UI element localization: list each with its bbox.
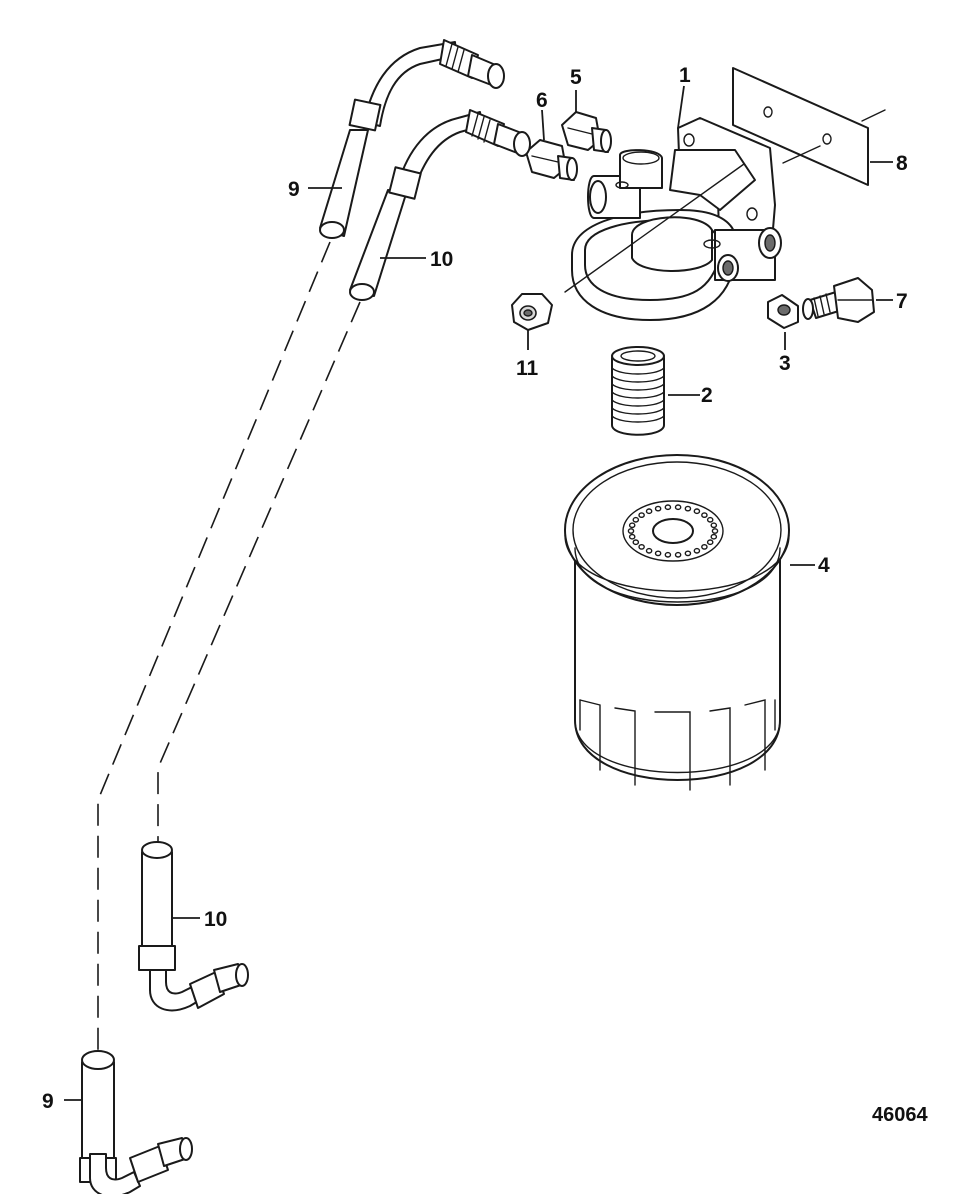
perforation-hole xyxy=(664,551,672,558)
perforation-hole xyxy=(627,528,635,534)
fuel-line-9-upper xyxy=(319,39,505,239)
callout-9-upper: 9 xyxy=(288,178,300,201)
perforation-hole xyxy=(706,539,714,546)
figure-number: 46064 xyxy=(872,1104,928,1126)
callout-10-lower: 10 xyxy=(204,908,227,931)
perforation-hole xyxy=(711,528,719,534)
fuel-filter-4 xyxy=(564,454,790,791)
callout-5: 5 xyxy=(570,66,582,89)
callout-10-upper: 10 xyxy=(430,248,453,271)
callout-labels: 1 2 3 4 5 6 7 8 9 10 11 10 9 xyxy=(42,64,908,1113)
fuel-line-10-lower xyxy=(138,841,249,1012)
perforation-hole xyxy=(684,505,692,512)
perforation-hole xyxy=(710,522,718,529)
perforation-hole xyxy=(638,544,645,550)
dashed-connection-lines xyxy=(97,241,361,1060)
callout-11: 11 xyxy=(516,357,539,380)
callout-9-lower: 9 xyxy=(42,1090,54,1113)
callout-2: 2 xyxy=(701,384,713,407)
perforation-hole xyxy=(693,508,701,515)
perforation-hole xyxy=(664,504,672,511)
perforation-hole xyxy=(684,550,692,557)
fitting-6 xyxy=(525,139,578,181)
callout-3: 3 xyxy=(779,352,791,375)
perforation-hole xyxy=(638,512,645,518)
callout-6: 6 xyxy=(536,89,548,112)
callout-7: 7 xyxy=(896,290,908,313)
nut-11 xyxy=(511,293,553,331)
perforation-hole xyxy=(645,547,653,554)
callout-8: 8 xyxy=(896,152,908,175)
fitting-7 xyxy=(802,277,875,323)
perforation-hole xyxy=(628,533,636,540)
pipe-plug-3 xyxy=(767,294,799,329)
filter-head xyxy=(564,117,782,321)
threaded-nipple-2 xyxy=(611,346,665,436)
perforation-hole xyxy=(706,516,714,523)
perforation-hole xyxy=(674,504,682,511)
mounting-plate xyxy=(732,67,886,186)
perforation-hole xyxy=(632,516,640,523)
perforation-hole xyxy=(693,547,701,554)
fuel-line-10-upper xyxy=(349,109,531,301)
fuel-line-9-lower xyxy=(79,1050,193,1194)
fitting-5 xyxy=(561,111,612,153)
perforation-hole xyxy=(701,512,708,518)
filter-perforations xyxy=(627,504,719,558)
perforation-hole xyxy=(632,539,640,546)
perforation-hole xyxy=(674,551,682,558)
callout-4: 4 xyxy=(818,554,830,577)
perforation-hole xyxy=(654,505,662,512)
perforation-hole xyxy=(628,522,636,529)
callout-leaders xyxy=(64,85,893,1101)
perforation-hole xyxy=(645,508,653,515)
callout-1: 1 xyxy=(679,64,691,87)
perforation-hole xyxy=(710,533,718,540)
perforation-hole xyxy=(701,544,708,550)
perforation-hole xyxy=(654,550,662,557)
